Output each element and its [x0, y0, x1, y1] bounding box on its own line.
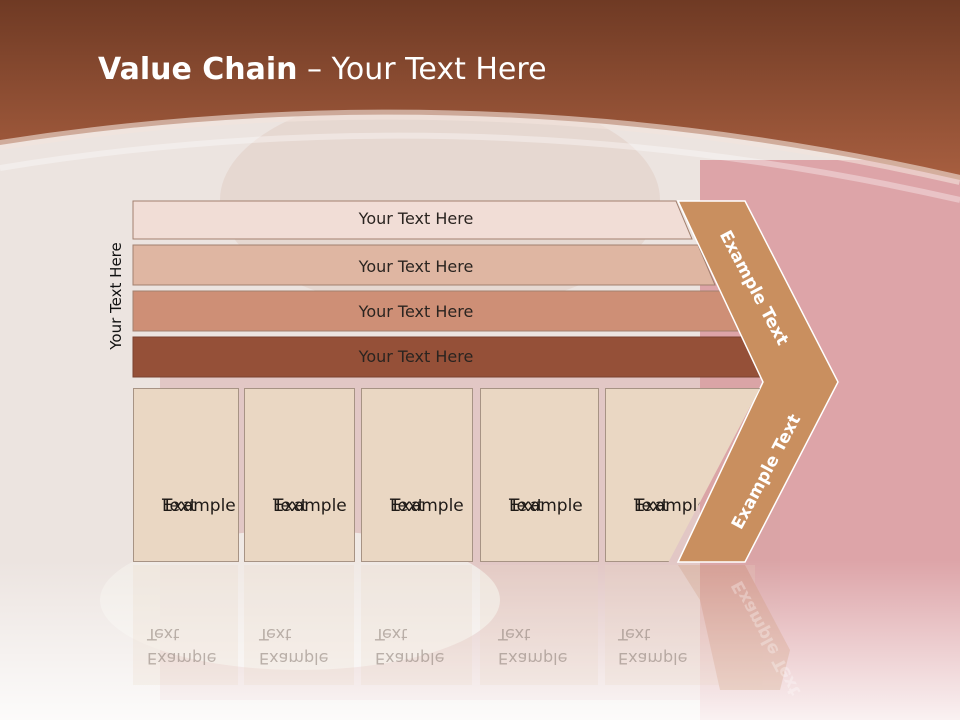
value-chevron	[676, 200, 839, 563]
box-5-line2: Text	[634, 496, 669, 516]
box-5-line1: Example	[634, 496, 708, 516]
slide-title: Value Chain – Your Text Here	[98, 52, 547, 87]
title-bold: Value Chain	[98, 52, 298, 87]
box-1-line1: Example	[162, 496, 236, 516]
bar-2	[132, 244, 716, 286]
box-1-line2: Text	[162, 496, 197, 516]
bar-1-label: Your Text Here	[358, 209, 474, 228]
box-3-line1: Example	[390, 496, 464, 516]
bar-3-label: Your Text Here	[358, 302, 474, 321]
title-rest: – Your Text Here	[297, 52, 547, 87]
box-3-line2: Text	[390, 496, 425, 516]
bar-4-label: Your Text Here	[358, 347, 474, 366]
box-2-line1: Example	[273, 496, 347, 516]
box-2-line2: Text	[273, 496, 308, 516]
box-4-line1: Example	[509, 496, 583, 516]
side-label: Your Text Here	[107, 242, 125, 350]
bar-2-label: Your Text Here	[358, 257, 474, 276]
bar-1	[132, 200, 693, 240]
box-4-line2: Text	[509, 496, 544, 516]
